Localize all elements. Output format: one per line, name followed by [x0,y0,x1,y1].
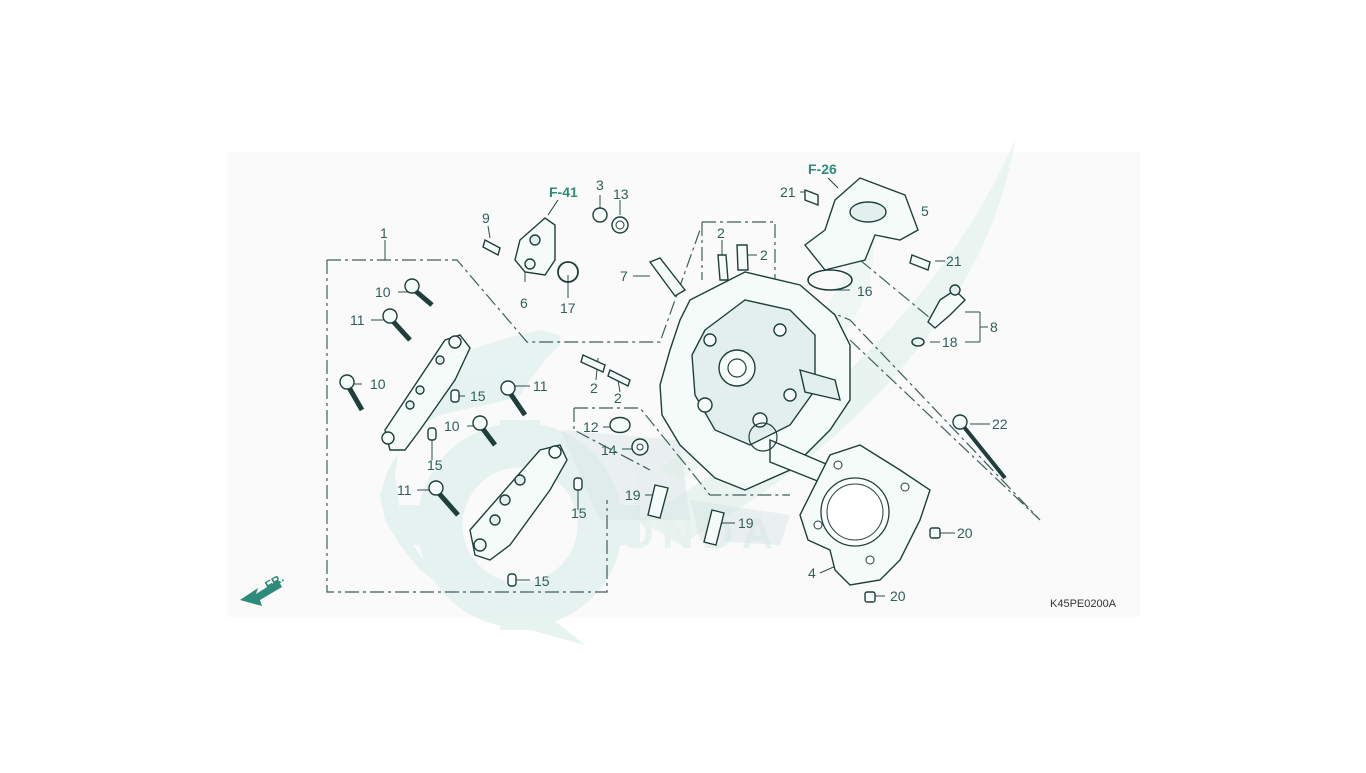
callout-14: 14 [601,442,617,458]
callout-2: 2 [760,247,768,263]
cylinder-gasket [799,444,931,586]
callout-6: 6 [520,295,528,311]
callout-16: 16 [857,283,873,299]
callout-7: 7 [620,268,628,284]
callout-2: 2 [614,390,622,406]
callout-11: 11 [533,378,548,394]
callout-5: 5 [921,203,929,219]
callout-4: 4 [808,565,816,581]
callout-21: 21 [780,184,796,200]
callout-9: 9 [482,210,490,226]
callout-11: 11 [397,482,412,498]
callout-1: 1 [380,225,388,241]
callout-11: 11 [350,312,365,328]
callout-3: 3 [596,177,604,193]
reference-links[interactable]: F-41 F-26 [547,161,839,216]
callout-15: 15 [571,505,587,521]
dowels [580,244,749,387]
front-direction-arrow: FR. [240,571,286,606]
callout-13: 13 [613,186,629,202]
callout-15: 15 [470,388,486,404]
callout-2: 2 [717,225,725,241]
ref-f26[interactable]: F-26 [808,161,837,177]
callout-22: 22 [992,416,1008,432]
diagram-code: K45PE0200A [1050,598,1117,610]
callout-17: 17 [560,300,576,316]
callout-19: 19 [625,487,641,503]
bolts [339,278,1007,517]
callout-21: 21 [946,253,962,269]
callout-15: 15 [534,573,550,589]
callout-10: 10 [370,376,386,392]
callout-2: 2 [590,380,598,396]
group-outlines [326,221,1041,593]
callout-10: 10 [375,284,391,300]
intake-pipe [804,177,931,291]
callout-20: 20 [957,525,973,541]
camshaft-holder-upper [381,334,471,451]
callout-12: 12 [583,419,599,435]
camshaft-holder-lower [469,444,568,561]
ref-f41[interactable]: F-41 [549,184,578,200]
sensor-parts [482,207,725,546]
callout-10: 10 [444,418,460,434]
nuts [864,527,941,603]
callout-8: 8 [990,319,998,335]
callout-19: 19 [738,515,754,531]
part-callouts: 1 2 2 2 2 3 4 5 6 7 8 9 10 10 10 11 11 1… [350,177,1008,604]
callout-15: 15 [427,457,443,473]
callout-18: 18 [942,334,958,350]
temperature-sensor [911,284,966,347]
callout-20: 20 [890,588,906,604]
dowel-pins [427,389,583,587]
